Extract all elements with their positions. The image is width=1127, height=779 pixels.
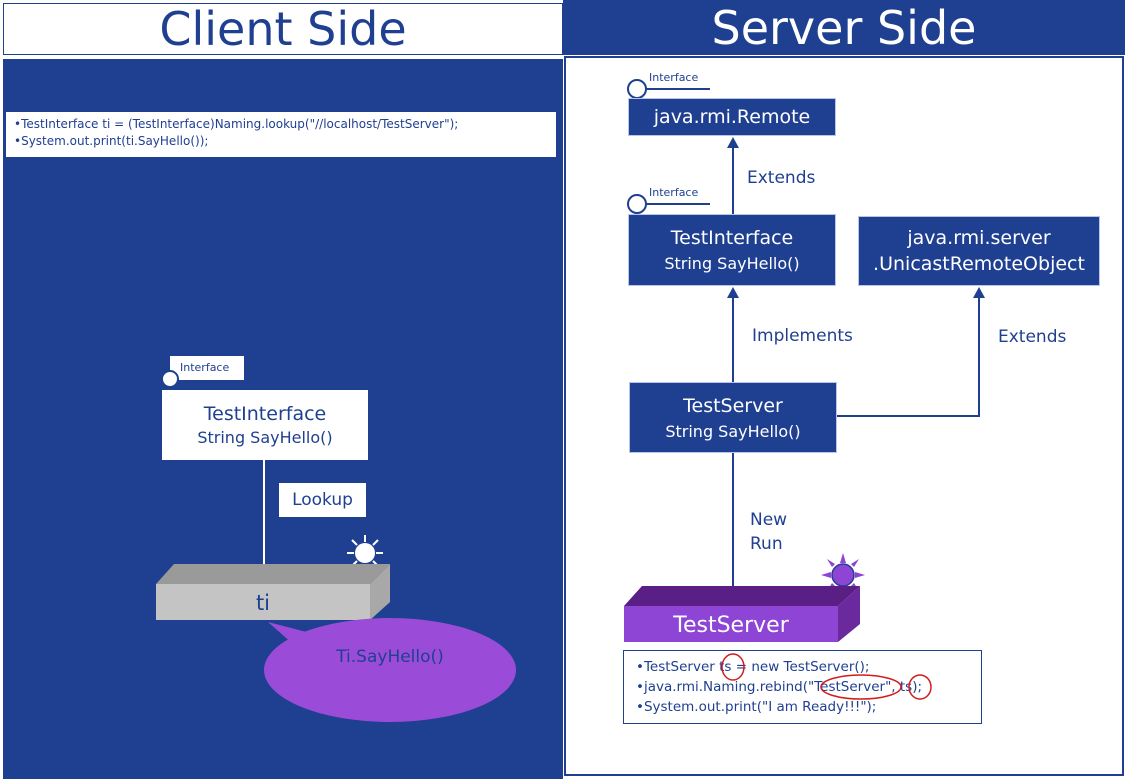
server-interface-box: TestInterface String SayHello() (628, 214, 836, 286)
interface-lollipop-icon (627, 79, 647, 99)
client-code-line: •System.out.print(ti.SayHello()); (14, 134, 209, 148)
implements-arrow (732, 296, 734, 382)
client-code-line: •TestInterface ti = (TestInterface)Namin… (14, 117, 459, 131)
speech-bubble (264, 618, 516, 722)
arrowhead-icon (727, 137, 739, 148)
server-interface-method: String SayHello() (664, 254, 800, 273)
client-side-title: Client Side (3, 2, 563, 56)
extends-arrow (732, 146, 734, 214)
client-interface-box: TestInterface String SayHello() (162, 390, 368, 460)
client-interface-tag: Interface (170, 356, 244, 380)
bubble-text: Ti.SayHello() (336, 647, 444, 667)
implements-label: Implements (752, 326, 853, 346)
unicast-line2: .UnicastRemoteObject (873, 253, 1085, 275)
extends-arrow-horizontal (836, 415, 980, 417)
extends-label: Extends (747, 168, 816, 188)
client-interface-name: TestInterface (203, 403, 327, 425)
server-impl-method: String SayHello() (665, 421, 801, 441)
lookup-label: Lookup (292, 490, 353, 510)
interface-lollipop-icon (161, 370, 179, 388)
server-impl-box: TestServer String SayHello() (629, 382, 837, 453)
extends-arrow-vertical (978, 296, 980, 417)
test-interface-tag: Interface (640, 185, 710, 205)
remote-interface-tag: Interface (640, 70, 710, 90)
server-impl-name: TestServer (683, 394, 783, 417)
server-code-line: •java.rmi.Naming.rebind("TestServer", ts… (636, 679, 923, 695)
new-label: New (750, 510, 788, 530)
server-code-line: •System.out.print("I am Ready!!!"); (636, 699, 877, 715)
new-run-line (732, 453, 734, 595)
lookup-arrow (263, 460, 265, 572)
unicast-box: java.rmi.server .UnicastRemoteObject (858, 216, 1100, 286)
arrowhead-icon (973, 287, 985, 298)
client-code-block: •TestInterface ti = (TestInterface)Namin… (5, 111, 557, 158)
extends-label: Extends (998, 327, 1067, 347)
arrowhead-icon (727, 287, 739, 298)
server-object-block (624, 586, 860, 642)
remote-box-label: java.rmi.Remote (653, 106, 811, 128)
server-side-title: Server Side (563, 0, 1125, 55)
lookup-label-box: Lookup (279, 483, 366, 517)
stub-block (156, 564, 390, 620)
interface-lollipop-icon (627, 194, 647, 214)
run-label: Run (750, 534, 783, 554)
server-code-block: •TestServer ts = new TestServer(); •java… (623, 650, 982, 724)
stub-label: ti (255, 591, 271, 615)
unicast-line1: java.rmi.server (907, 227, 1051, 249)
server-code-line: •TestServer ts = new TestServer(); (636, 659, 870, 675)
server-object-label: TestServer (673, 612, 789, 638)
server-interface-name: TestInterface (670, 227, 794, 249)
client-interface-method: String SayHello() (197, 428, 333, 447)
remote-box: java.rmi.Remote (628, 98, 836, 136)
